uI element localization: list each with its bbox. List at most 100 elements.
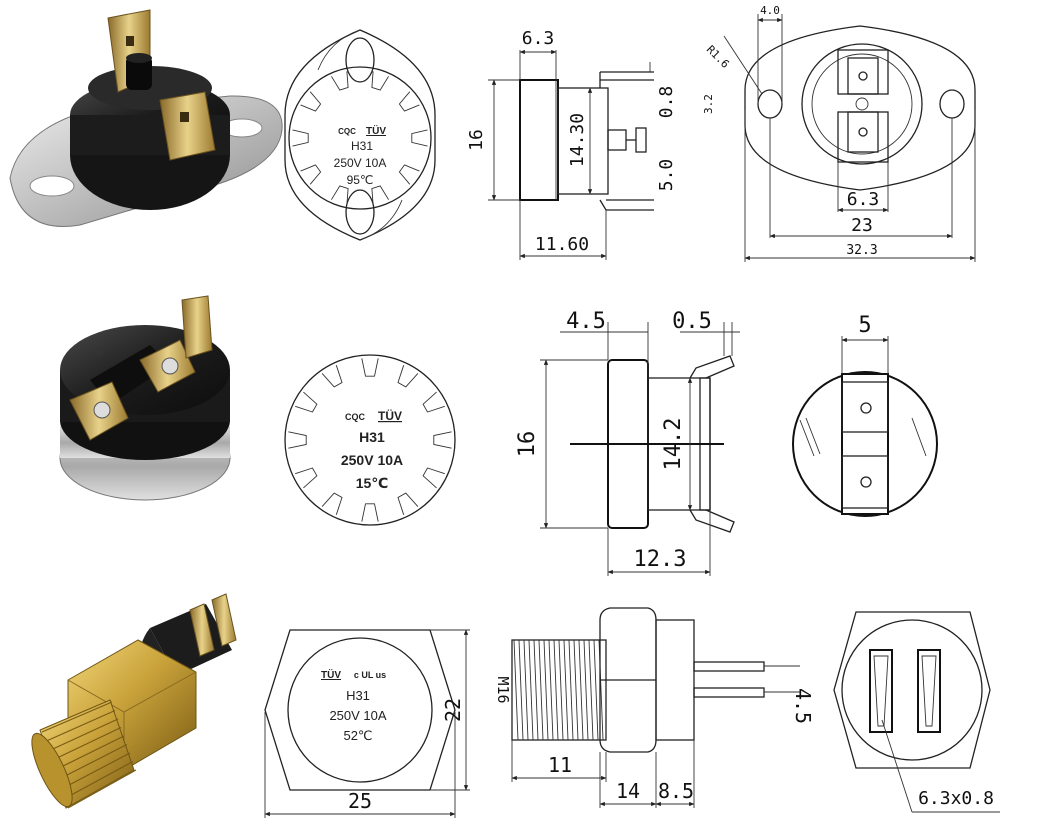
face-cert: TÜV: [321, 668, 341, 681]
face-model: H31: [359, 429, 385, 445]
thread-line: [563, 639, 569, 741]
photo-flanged-thermostat: [9, 9, 283, 227]
dim-thick: 0.5: [672, 309, 712, 334]
photo-thread-line: [61, 752, 131, 790]
dim-width: 25: [348, 789, 372, 813]
thread-line: [518, 639, 524, 741]
face-tooth: [398, 91, 420, 112]
thread-line: [558, 639, 564, 741]
face-tooth: [361, 503, 379, 522]
face-temp: 95℃: [347, 173, 374, 187]
face-tooth: [300, 164, 322, 185]
face-tooth: [398, 164, 420, 185]
dim-thread-len: 11: [548, 753, 572, 777]
dim-thread: M16: [494, 676, 512, 703]
face-tooth: [422, 391, 445, 413]
face-tooth: [288, 431, 307, 449]
face-tooth: [321, 492, 343, 515]
dim-pin-gap: 4.5: [791, 688, 815, 724]
photo-thread-line: [41, 701, 113, 733]
face-view-hex: TÜV c UL us H31 250V 10A 52℃ 22 25: [264, 629, 470, 818]
face-rating: 250V 10A: [341, 452, 403, 468]
face-rating: 250V 10A: [329, 708, 386, 723]
face-teeth: [288, 358, 452, 522]
face-tooth: [361, 358, 379, 377]
photo-thread-line: [51, 726, 122, 762]
face-rating: 250V 10A: [334, 156, 387, 170]
dim-top: 4.5: [566, 309, 606, 334]
photo-thread-line: [64, 760, 134, 800]
thread-line: [548, 639, 554, 741]
dim-slot: 4.0: [760, 4, 780, 17]
dim-term: 6.3: [847, 189, 880, 210]
dim-width: 11.60: [535, 234, 589, 255]
dim-pin: 6.3x0.8: [918, 788, 994, 809]
face-tooth: [422, 467, 445, 489]
dim-hex: 14: [616, 779, 640, 803]
dim-tab: 0.8: [656, 86, 677, 119]
face-view-round: CQC TÜV H31 250V 10A 15℃: [284, 354, 456, 526]
thread-lines: [513, 639, 604, 741]
thread-line: [543, 639, 549, 741]
thread-line: [573, 639, 579, 741]
photo-brass-sensor: [31, 593, 237, 809]
face-cert: TÜV: [378, 408, 402, 423]
thread-line: [523, 639, 529, 741]
photo-round-thermostat: [59, 295, 231, 501]
face-mark: c UL us: [354, 670, 386, 680]
dim-pin: 5.0: [656, 159, 677, 192]
face-tooth: [411, 129, 428, 147]
face-tooth: [397, 365, 419, 388]
face-temp: 52℃: [343, 728, 372, 743]
dim-hole: 3.2: [702, 94, 715, 114]
face-teeth: [292, 71, 428, 205]
face-tooth: [331, 185, 349, 205]
face-tooth: [295, 391, 318, 413]
thread-line: [568, 639, 574, 741]
dim-height: 22: [441, 698, 465, 722]
side-view-brass: M16 11 14 8.5 4.5: [494, 607, 815, 808]
dim-overall: 32.3: [846, 243, 877, 258]
pin-view-brass: 6.3x0.8: [833, 611, 1000, 813]
photo-threads: [41, 701, 137, 809]
face-tooth: [300, 91, 322, 112]
face-tooth: [433, 431, 452, 449]
face-tooth: [397, 492, 419, 515]
dim-inner: 14.30: [567, 113, 588, 167]
dim-width: 12.3: [634, 547, 687, 572]
face-cert: TÜV: [366, 124, 386, 137]
thread-line: [578, 639, 584, 741]
photo-thread-line: [67, 769, 137, 809]
dim-span: 23: [851, 215, 873, 236]
face-tooth: [371, 71, 389, 91]
dim-height: 16: [515, 431, 540, 458]
mount-hole-bottom: [345, 189, 375, 235]
dim-inner: 14.2: [661, 418, 686, 471]
thread-line: [533, 639, 539, 741]
thread-line: [528, 639, 534, 741]
face-temp: 15℃: [356, 475, 389, 491]
dim-body: 8.5: [658, 779, 694, 803]
photo-thread-line: [48, 718, 119, 752]
thread-line: [553, 639, 559, 741]
face-model: H31: [351, 139, 373, 153]
face-model: H31: [346, 688, 370, 703]
face-tooth: [321, 365, 343, 388]
mount-hole-top: [345, 37, 375, 83]
face-brand: CQC: [345, 412, 366, 422]
photo-thread-line: [45, 709, 116, 743]
thread-line: [538, 639, 544, 741]
photo-thread-line: [58, 743, 128, 781]
thread-line: [588, 639, 594, 741]
face-tooth: [331, 71, 349, 91]
face-view-flanged: CQC TÜV H31 250V 10A 95℃: [284, 29, 436, 241]
face-tooth: [292, 129, 309, 147]
dim-radius: R1.6: [704, 43, 732, 71]
top-view-flanged: R1.6 4.0 3.2 6.3 23 32.3: [702, 4, 976, 262]
thread-line: [513, 639, 519, 741]
side-view-flanged: 16 6.3 14.30 0.8 5.0 11.60: [466, 28, 677, 260]
back-view-round: 5: [792, 313, 938, 517]
thread-line: [583, 639, 589, 741]
dim-height: 16: [466, 129, 487, 151]
